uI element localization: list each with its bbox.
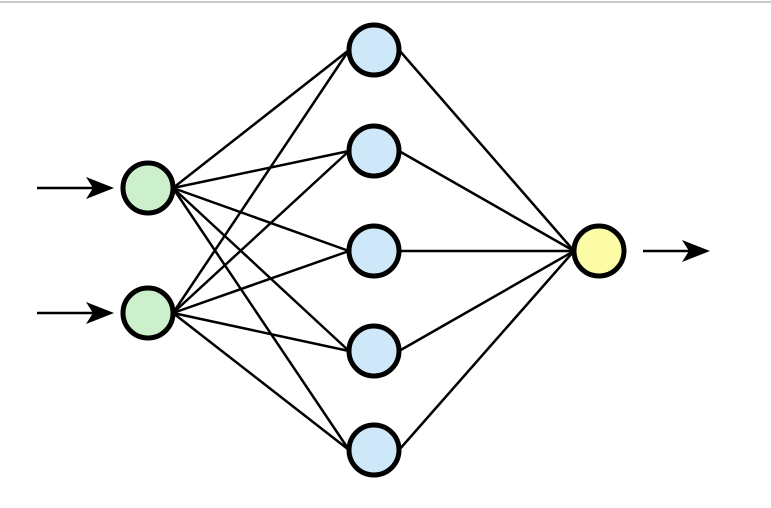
edge-input-node-2-to-hidden-node-2 [172, 150, 350, 314]
edge-input-node-2-to-hidden-node-4 [172, 311, 350, 353]
edge-input-node-1-to-hidden-node-2 [172, 149, 350, 190]
top-border-line [0, 1, 771, 3]
input-arrow-1-head [86, 177, 114, 199]
input-node-1 [120, 160, 176, 216]
hidden-node-1 [346, 22, 402, 78]
hidden-node-2 [346, 123, 402, 179]
edge-hidden-node-2-to-output-node-1 [398, 149, 575, 253]
edge-input-node-1-to-hidden-node-5 [171, 187, 351, 451]
input-node-2 [120, 285, 176, 341]
edge-hidden-node-5-to-output-node-1 [398, 250, 575, 451]
hidden-node-4 [346, 323, 402, 379]
output-node-1 [571, 223, 627, 279]
edge-input-node-2-to-hidden-node-1 [171, 49, 351, 314]
edge-input-node-1-to-hidden-node-4 [172, 187, 350, 352]
input-arrow-2-head [86, 302, 114, 324]
edge-input-node-2-to-hidden-node-5 [172, 312, 350, 451]
edge-input-node-2-to-hidden-node-3 [172, 249, 350, 315]
hidden-node-3 [346, 223, 402, 279]
edge-hidden-node-4-to-output-node-1 [398, 249, 575, 353]
output-arrow-head [682, 240, 710, 262]
hidden-node-5 [346, 422, 402, 478]
edge-input-node-1-to-hidden-node-1 [172, 49, 350, 189]
edge-hidden-node-1-to-output-node-1 [398, 49, 575, 252]
edge-input-node-1-to-hidden-node-3 [172, 186, 350, 253]
